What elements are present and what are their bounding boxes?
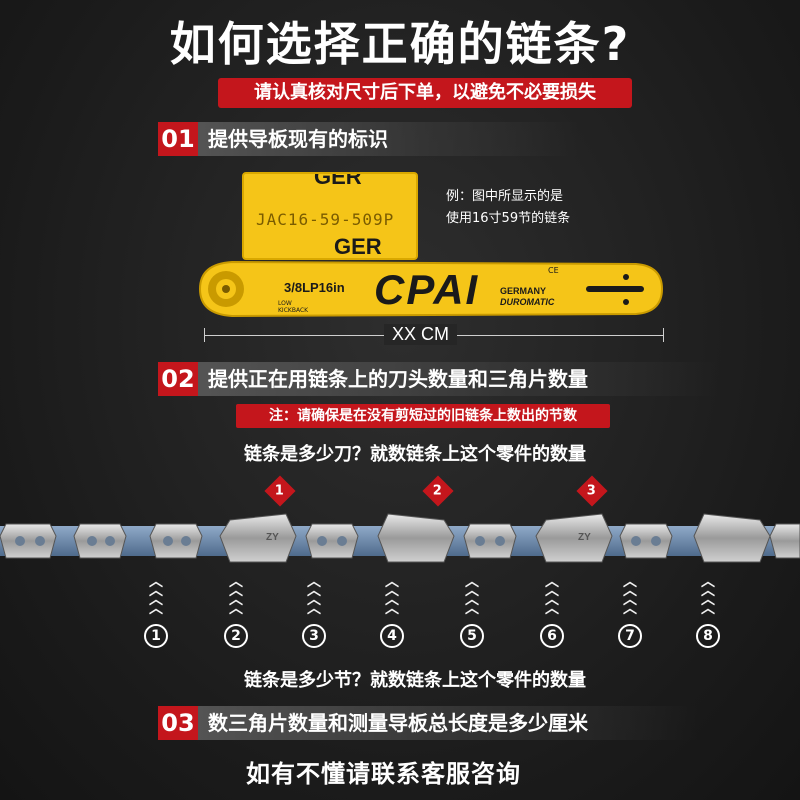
chain-stamp-2: ZY [578,532,591,543]
example-line-2: 使用16寸59节的链条 [446,211,571,226]
link-number-4: 4 [380,624,404,648]
step-1-number: 01 [158,122,198,156]
dimension-cap-right [663,328,664,342]
label-card-bottom-text: GER [334,234,382,259]
up-arrows-icon: ︿︿︿︿ [701,574,715,617]
up-arrows-icon: ︿︿︿︿ [149,574,163,617]
guide-bar-image [198,260,664,318]
page-title: 如何选择正确的链条? [169,17,631,71]
label-card-top-text: GER [314,172,362,189]
up-arrows-icon: ︿︿︿︿ [385,574,399,617]
guide-bar-brand: CPAI [374,266,480,313]
note-banner: 注：请确保是在没有剪短过的旧链条上数出的节数 [236,404,610,428]
ce-mark: CE [548,266,559,275]
label-card-code: JAC16-59-509P [256,210,395,229]
example-line-1: 例：图中所显示的是 [446,189,564,204]
step-3-title: 数三角片数量和测量导板总长度是多少厘米 [198,706,698,740]
rivet-holes [15,536,661,546]
up-arrows-icon: ︿︿︿︿ [229,574,243,617]
link-number-6: 6 [540,624,564,648]
link-number-8: 8 [696,624,720,648]
chain-stamp-1: ZY [266,532,279,543]
guide-bar-label-closeup: GER JAC16-59-509P GER [242,172,418,260]
step-1-title: 提供导板现有的标识 [198,122,578,156]
guide-bar-sub-brand-1: GERMANY [500,286,547,296]
link-number-3: 3 [302,624,326,648]
example-note: 例：图中所显示的是 使用16寸59节的链条 [446,186,570,230]
bar-groove-slot [586,286,644,292]
question-links: 链条是多少节？就数链条上这个零件的数量 [244,670,586,691]
up-arrows-icon: ︿︿︿︿ [307,574,321,617]
contact-note: 如有不懂请联系客服咨询 [246,760,521,788]
link-number-1: 1 [144,624,168,648]
up-arrows-icon: ︿︿︿︿ [465,574,479,617]
up-arrows-icon: ︿︿︿︿ [545,574,559,617]
question-cutters: 链条是多少刀？就数链条上这个零件的数量 [244,444,586,465]
guide-bar-sub-brand-2: DUROMATIC [500,297,555,307]
chain-links [0,513,800,563]
guide-bar-pitch: 3/8LP16in [284,280,345,295]
step-3-number: 03 [158,706,198,740]
step-2-number: 02 [158,362,198,396]
link-number-2: 2 [224,624,248,648]
step-2-title: 提供正在用链条上的刀头数量和三角片数量 [198,362,718,396]
subtitle-banner: 请认真核对尺寸后下单，以避免不必要损失 [218,78,632,108]
link-number-5: 5 [460,624,484,648]
kickback-mark: LOW KICKBACK [278,300,309,314]
up-arrows-icon: ︿︿︿︿ [623,574,637,617]
chain-image [0,513,800,563]
link-number-7: 7 [618,624,642,648]
length-label: XX CM [384,324,458,345]
